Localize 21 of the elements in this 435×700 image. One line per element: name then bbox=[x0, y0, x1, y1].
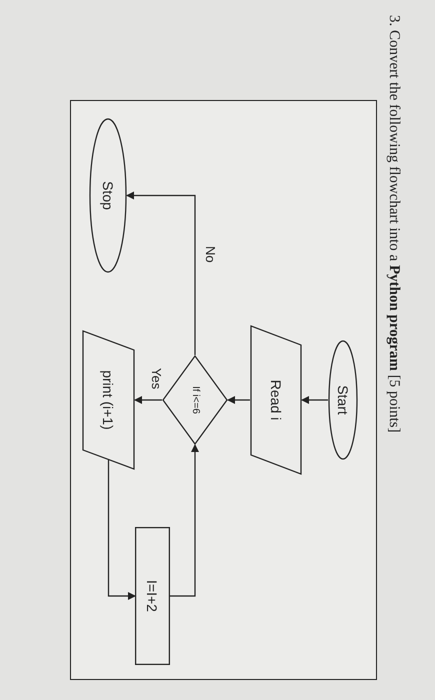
question-title: 3. Convert the following flowchart into a Python program [5 points] bbox=[385, 15, 403, 433]
node-label: If i<=6 bbox=[190, 386, 200, 414]
node-label: Start bbox=[336, 385, 350, 415]
arrow bbox=[134, 396, 162, 404]
process-box bbox=[135, 527, 170, 665]
node-label: I=I+2 bbox=[146, 580, 160, 612]
decision-diamond bbox=[162, 355, 228, 445]
arrow bbox=[227, 396, 250, 404]
arrow bbox=[126, 192, 196, 355]
node-label: Stop bbox=[101, 181, 115, 210]
arrow bbox=[108, 460, 136, 600]
node-label: Read i bbox=[269, 380, 283, 420]
output-parallelogram bbox=[82, 330, 135, 470]
edge-label: Yes bbox=[150, 368, 163, 390]
terminal-oval bbox=[328, 340, 358, 460]
arrow bbox=[170, 444, 199, 597]
terminal-oval bbox=[89, 118, 127, 273]
arrow bbox=[301, 396, 328, 404]
edge-label: No bbox=[204, 246, 217, 263]
node-label: print (i+1) bbox=[102, 370, 116, 430]
input-parallelogram bbox=[250, 325, 302, 475]
